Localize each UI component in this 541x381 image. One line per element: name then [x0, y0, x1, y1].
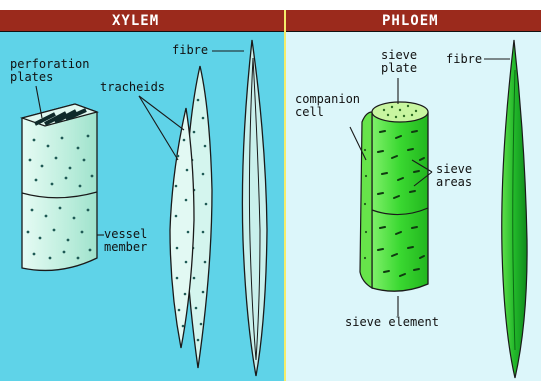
companion-cell-shape — [360, 112, 372, 288]
vessel-member — [22, 104, 97, 270]
label-tracheids: tracheids — [100, 81, 165, 94]
label-vessel-member: vessel member — [104, 228, 147, 254]
label-xylem-fibre: fibre — [172, 44, 208, 57]
label-sieve-plate: sieve plate — [381, 49, 417, 75]
label-companion-cell: companion cell — [295, 93, 360, 119]
tracheid-short — [170, 108, 194, 348]
sieve-tube — [360, 102, 428, 291]
phloem-fibre — [502, 40, 527, 378]
xylem-fibre — [242, 40, 267, 376]
sieve-plate-top — [372, 102, 428, 122]
label-perforation-plates: perforation plates — [10, 58, 89, 84]
label-sieve-areas: sieve areas — [436, 163, 472, 189]
label-phloem-fibre: fibre — [446, 53, 482, 66]
label-sieve-element: sieve element — [345, 316, 439, 329]
